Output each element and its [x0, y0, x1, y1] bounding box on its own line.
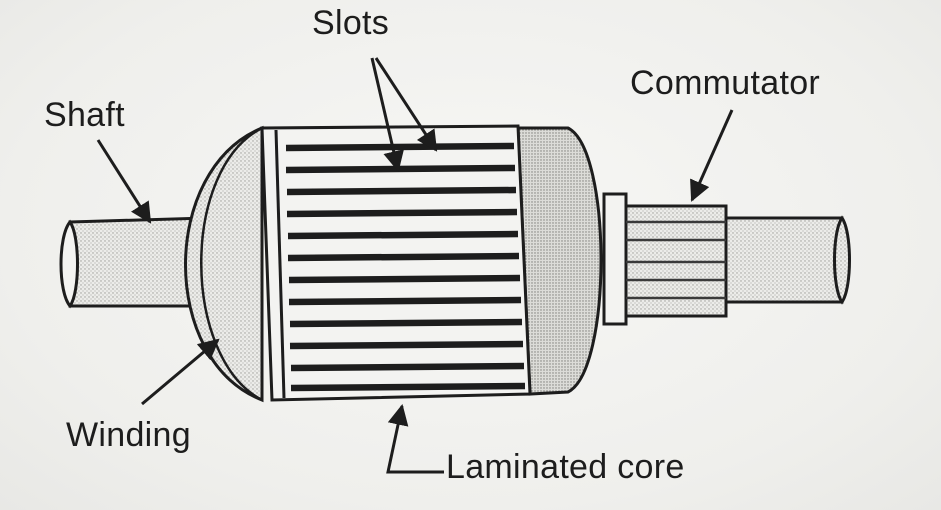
commutator-label: Commutator	[630, 64, 821, 102]
laminated-core-arrow	[386, 403, 444, 474]
slots-label: Slots	[312, 4, 390, 42]
shaft-label: Shaft	[44, 96, 125, 134]
winding-arrow	[141, 338, 220, 406]
end-cap-right	[516, 126, 603, 396]
laminated-core	[260, 124, 532, 402]
winding-dome	[184, 125, 264, 403]
slots-arrow-2	[374, 57, 438, 152]
winding-label: Winding	[66, 416, 191, 454]
core-slots	[285, 142, 526, 392]
commutator	[602, 192, 728, 326]
leader-arrows	[96, 57, 734, 474]
laminated-core-label: Laminated core	[446, 448, 685, 486]
commutator-arrow	[690, 109, 734, 202]
shaft-arrow	[96, 139, 152, 224]
shaft-right	[718, 215, 851, 305]
slots-arrow-1	[370, 57, 404, 173]
